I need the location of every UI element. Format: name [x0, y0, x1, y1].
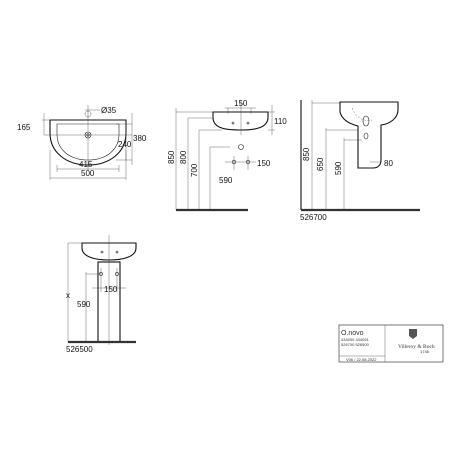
- product-codes-2: 526700 526500: [341, 342, 370, 347]
- dim-415: 415: [79, 160, 93, 169]
- top-view: Ø35 165 240 380 415 500: [17, 105, 147, 180]
- dim-240: 240: [118, 140, 132, 149]
- code-pedestal: 526500: [66, 345, 93, 354]
- dim-pedestal-x: x: [66, 291, 70, 300]
- brand-logo: Villeroy & Boch 1748: [398, 329, 435, 354]
- pedestal-view: 150 x 590 526500: [66, 235, 137, 354]
- dim-front-800: 800: [179, 150, 188, 164]
- dim-165: 165: [17, 123, 31, 132]
- dim-side-850: 850: [302, 147, 311, 161]
- dim-pedestal-150: 150: [104, 285, 118, 294]
- dim-side-650: 650: [316, 157, 325, 171]
- dim-front-850: 850: [167, 150, 176, 164]
- code-side: 526700: [300, 213, 327, 222]
- drain-connection: [238, 144, 244, 150]
- product-name: O.novo: [341, 330, 364, 337]
- dim-side-590: 590: [334, 161, 343, 175]
- front-view: 150 110 850 800 700 590 150: [167, 99, 287, 212]
- side-basin-pedestal: [339, 101, 399, 169]
- dim-side-80: 80: [384, 159, 393, 168]
- dim-pedestal-590: 590: [77, 300, 91, 309]
- dim-front-pipe-150: 150: [257, 159, 271, 168]
- dim-380: 380: [133, 134, 147, 143]
- version-date: V06 / 22.08.2022: [346, 357, 377, 362]
- front-basin: [212, 111, 269, 131]
- dim-front-590: 590: [219, 176, 233, 185]
- product-codes-1: 434050 434051: [341, 337, 370, 342]
- brand-name: Villeroy & Boch: [398, 344, 435, 350]
- dim-110: 110: [274, 117, 287, 126]
- title-block: O.novo 434050 434051 526700 526500 V06 /…: [338, 324, 444, 363]
- dim-hole-diameter: Ø35: [101, 106, 117, 115]
- dim-front-150: 150: [234, 99, 248, 108]
- dim-500: 500: [81, 169, 95, 178]
- side-view: 850 650 590 80 526700: [300, 100, 420, 222]
- dim-front-700: 700: [190, 163, 199, 177]
- brand-year: 1748: [420, 349, 430, 354]
